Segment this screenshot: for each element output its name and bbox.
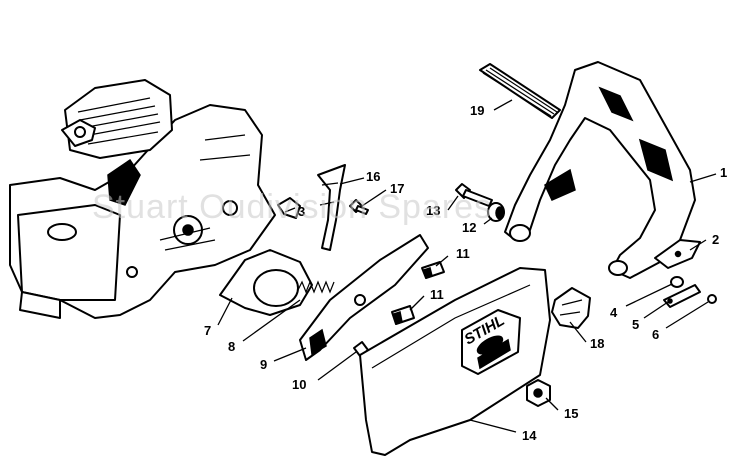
callout-9: 9 (260, 357, 267, 372)
callout-2: 2 (712, 232, 719, 247)
callout-5: 5 (632, 317, 639, 332)
callout-6: 6 (652, 327, 659, 342)
part-16-bracket (317, 164, 346, 251)
callout-12: 12 (462, 220, 476, 235)
part-7-brake-band (219, 249, 313, 316)
callout-11-b: 11 (430, 287, 444, 302)
part-8-spring (297, 280, 335, 294)
watermark: Stuart Oudivision Spares (92, 188, 492, 226)
part-1-hand-guard (504, 61, 696, 279)
callout-numbers: 1 2 3 4 5 6 7 8 9 10 11 11 12 13 14 15 1… (204, 103, 727, 443)
callout-15: 15 (564, 406, 578, 421)
part-11-slider-b (391, 305, 415, 325)
part-11-slider-a (421, 261, 445, 279)
callout-7: 7 (204, 323, 211, 338)
part-19-strip (479, 63, 561, 119)
part-6-washer (707, 294, 717, 304)
part-14-sprocket-cover (359, 267, 551, 456)
callout-18: 18 (590, 336, 604, 351)
part-12-bushing (487, 202, 505, 222)
leader-lines (217, 99, 717, 433)
callout-19: 19 (470, 103, 484, 118)
callout-11-a: 11 (456, 246, 470, 261)
callout-3: 3 (298, 204, 305, 219)
part-15-nut (526, 379, 551, 407)
callout-14: 14 (522, 428, 537, 443)
part-5-link (663, 284, 701, 308)
part-18-detent (551, 287, 591, 329)
part-2-lever (654, 239, 701, 269)
callout-13: 13 (426, 203, 440, 218)
callout-16: 16 (366, 169, 380, 184)
part-9-brake-plate (299, 234, 429, 361)
callout-4: 4 (610, 305, 618, 320)
callout-10: 10 (292, 377, 306, 392)
callout-8: 8 (228, 339, 235, 354)
callout-17: 17 (390, 181, 404, 196)
part-3-clip (277, 197, 301, 219)
part-4-washer (670, 276, 684, 288)
engine-housing (9, 79, 276, 319)
callout-1: 1 (720, 165, 727, 180)
